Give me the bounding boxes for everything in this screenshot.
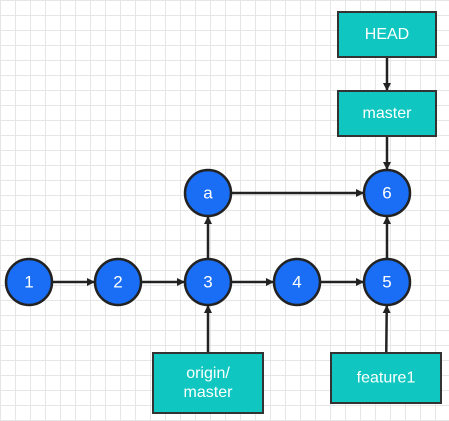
ref-label-origin_master-1: master <box>184 384 234 401</box>
ref-box-head: HEAD <box>337 11 437 58</box>
commit-label-c6: 6 <box>382 184 391 203</box>
commit-node-c3: 3 <box>183 257 233 307</box>
ref-label-origin_master-0: origin/ <box>186 365 230 382</box>
ref-box-origin_master: origin/master <box>152 352 264 414</box>
commit-label-c3: 3 <box>203 273 212 292</box>
ref-box-master: master <box>337 90 437 137</box>
commit-label-c5: 5 <box>382 273 391 292</box>
edges <box>52 57 391 354</box>
ref-box-feature1: feature1 <box>330 352 442 404</box>
commit-node-c6: 6 <box>362 168 412 218</box>
commit-node-c5: 5 <box>362 257 412 307</box>
ref-label-head-0: HEAD <box>365 26 409 43</box>
commit-label-ca: a <box>203 184 213 203</box>
commit-label-c2: 2 <box>113 273 122 292</box>
commit-node-c1: 1 <box>4 257 54 307</box>
ref-label-master-0: master <box>363 105 413 122</box>
commit-node-c4: 4 <box>272 257 322 307</box>
commit-node-ca: a <box>183 168 233 218</box>
commit-label-c4: 4 <box>292 273 301 292</box>
commit-label-c1: 1 <box>24 273 33 292</box>
ref-label-feature1-0: feature1 <box>357 370 416 387</box>
commit-node-c2: 2 <box>93 257 143 307</box>
commit-nodes: 1 2 3 4 5 a 6 <box>4 168 412 307</box>
